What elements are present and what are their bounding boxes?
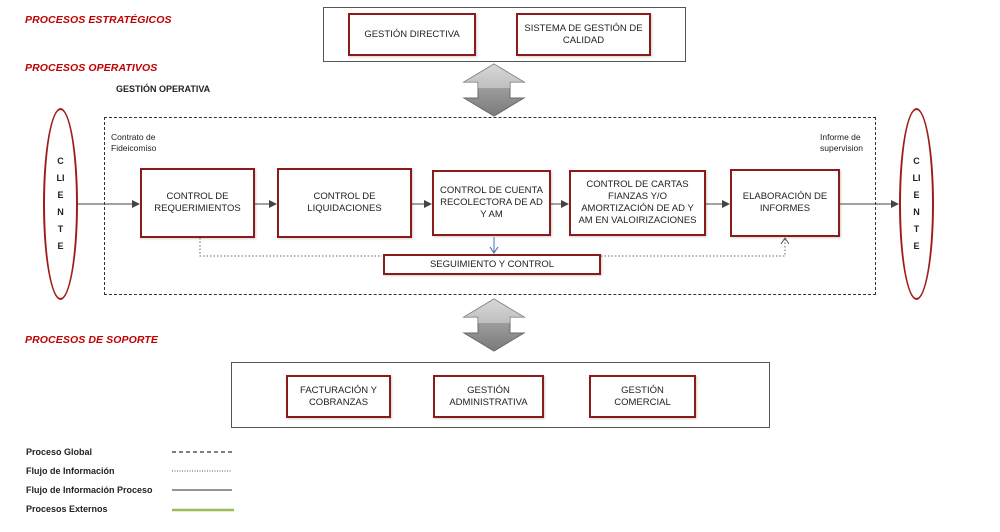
operative-support-double-arrow [462, 298, 526, 352]
info-flow-requirements-to-monitoring [199, 238, 382, 257]
monitoring-and-control: SEGUIMIENTO Y CONTROL [383, 254, 601, 275]
step-liquidations-control: CONTROL DE LIQUIDACIONES [277, 168, 412, 238]
output-note: Informe de supervision [820, 132, 863, 153]
client-left: CLIENTE [43, 108, 78, 300]
legend-label-process-flow: Flujo de Información Proceso [26, 485, 153, 495]
strategic-processes-title: PROCESOS ESTRATÉGICOS [25, 14, 172, 26]
support-processes-title: PROCESOS DE SOPORTE [25, 334, 158, 346]
strategic-box-quality-system: SISTEMA DE GESTIÓN DE CALIDAD [516, 13, 651, 56]
support-box-billing: FACTURACIÓN Y COBRANZAS [286, 375, 391, 418]
operative-management-title: GESTIÓN OPERATIVA [116, 84, 211, 94]
info-flow-monitoring-to-reports [601, 239, 785, 257]
strategic-operative-double-arrow [462, 63, 526, 117]
step-requirements-control: CONTROL DE REQUERIMIENTOS [140, 168, 255, 238]
legend-label-info-flow: Flujo de Información [26, 466, 115, 476]
input-note: Contrato de Fideicomiso [111, 132, 157, 153]
step-guarantee-letters-control: CONTROL DE CARTAS FIANZAS Y/O AMORTIZACI… [569, 170, 706, 236]
legend-label-external-processes: Procesos Externos [26, 504, 108, 514]
support-box-commercial: GESTIÓN COMERCIAL [589, 375, 696, 418]
legend-label-global-process: Proceso Global [26, 447, 93, 457]
step-collection-account-control: CONTROL DE CUENTA RECOLECTORA DE AD Y AM [432, 170, 551, 236]
support-box-administrative: GESTIÓN ADMINISTRATIVA [433, 375, 544, 418]
client-right: CLIENTE [899, 108, 934, 300]
strategic-box-management: GESTIÓN DIRECTIVA [348, 13, 476, 56]
operative-processes-title: PROCESOS OPERATIVOS [25, 62, 158, 74]
step-report-preparation: ELABORACIÓN DE INFORMES [730, 169, 840, 237]
global-process-frame [104, 117, 876, 295]
